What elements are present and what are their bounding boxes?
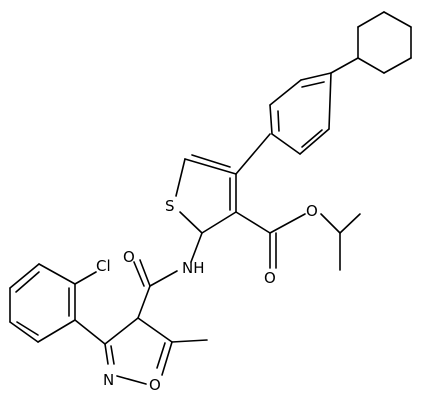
- atom-amide-oxygen: O: [123, 248, 135, 266]
- atom-ether-oxygen: O: [306, 202, 318, 220]
- cyclohexyl-ring: [357, 11, 412, 74]
- atom-sulfur: S: [165, 197, 175, 215]
- cyclohexyl-phenyl-bond: [330, 57, 359, 74]
- isopropyl-ester: [235, 211, 361, 271]
- isoxazole-ring: [104, 317, 208, 385]
- amide-linkage: [133, 232, 203, 319]
- atom-carbonyl-oxygen: O: [264, 269, 276, 287]
- atom-chlorine: Cl: [96, 257, 111, 275]
- phenylene-thiophene-bond: [235, 133, 271, 175]
- atom-amide-nh: NH: [182, 259, 205, 277]
- phenylene-ring: [269, 72, 332, 155]
- thiophene-ring: [175, 154, 237, 234]
- atom-isoxazole-nitrogen: N: [103, 371, 114, 389]
- atom-isoxazole-oxygen: O: [149, 376, 161, 394]
- atom-labels: S NH O O O Cl N O: [96, 197, 318, 394]
- chlorophenyl-ring: [9, 263, 106, 345]
